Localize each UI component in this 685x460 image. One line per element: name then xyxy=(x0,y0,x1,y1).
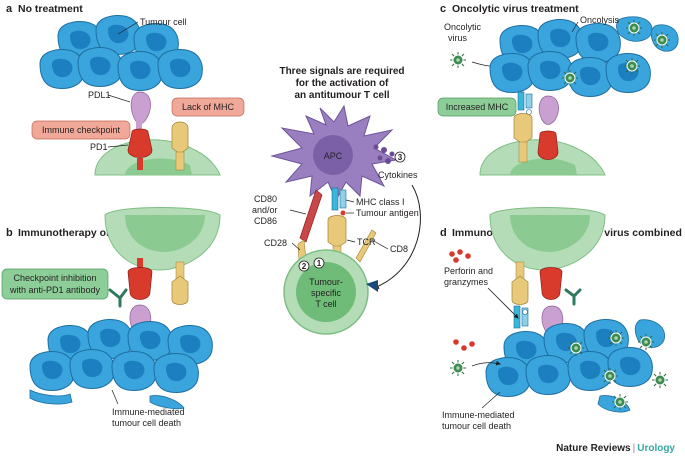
mhc-label-l1: MHC class I xyxy=(356,197,405,207)
perforin-dots xyxy=(449,249,471,263)
checkpoint-inhibition-box: Checkpoint inhibition with anti-PD1 anti… xyxy=(1,268,109,300)
panel-c-letter: c xyxy=(440,3,446,15)
increased-mhc-label: Increased MHC xyxy=(446,102,509,112)
credit-separator: | xyxy=(632,443,636,454)
immune-checkpoint-box: Immune checkpoint xyxy=(31,120,131,140)
virus-icon xyxy=(449,51,467,69)
panel-d: d Immunotherapy and oncolytic virus comb… xyxy=(440,207,682,431)
cytokine-receptor xyxy=(366,280,378,292)
center-signals: Three signals are required for the activ… xyxy=(252,66,421,335)
panel-b-letter: b xyxy=(6,227,13,239)
tcr-a xyxy=(171,121,189,171)
perforin-arrow xyxy=(487,287,519,319)
cd8-label: CD8 xyxy=(390,244,408,254)
publisher-name: Nature Reviews xyxy=(556,443,631,454)
death-b-l1: Immune-mediated xyxy=(112,407,185,417)
death-d-l1: Immune-mediated xyxy=(442,410,515,420)
pdl1-label: PDL1 xyxy=(88,90,111,100)
center-title-l2: for the activation of xyxy=(296,78,389,89)
oncolytic-virus-l2: virus xyxy=(448,33,468,43)
tcell-b xyxy=(104,207,221,271)
tcell-label-l3: T cell xyxy=(315,299,336,309)
journal-name: Urology xyxy=(637,443,675,454)
cytokine-arrow xyxy=(372,184,421,290)
oncolytic-virus-l1: Oncolytic xyxy=(444,22,482,32)
tcell-a xyxy=(94,139,221,176)
checkpoint-label-l2: with anti-PD1 antibody xyxy=(9,285,101,295)
tumour-cluster-d xyxy=(485,319,666,413)
perforin-l2: granzymes xyxy=(444,277,489,287)
death-d-l2: tumour cell death xyxy=(442,421,511,431)
mhc-c xyxy=(517,91,533,115)
apc-label: APC xyxy=(324,151,343,161)
panel-a-letter: a xyxy=(6,3,13,15)
death-b-l2: tumour cell death xyxy=(112,418,181,428)
perforin-dots-d xyxy=(453,339,475,351)
apc-cell: APC xyxy=(270,104,398,202)
panel-b: b Immunotherapy only Checkpoint inhibiti… xyxy=(1,207,221,428)
signal-1-number: 1 xyxy=(317,259,322,268)
tumour-cluster-c xyxy=(489,16,679,97)
signal-2-number: 2 xyxy=(302,262,307,271)
panel-c: c Oncolytic virus treatment Oncolytic vi… xyxy=(437,3,679,176)
center-title-l3: an antitumour T cell xyxy=(294,90,389,101)
cd28-label: CD28 xyxy=(264,238,287,248)
journal-credit: Nature Reviews|Urology xyxy=(556,443,675,454)
tcell-d xyxy=(489,207,606,271)
tcr-c xyxy=(513,113,533,163)
pdl1-pd1-c xyxy=(537,95,559,160)
increased-mhc-box: Increased MHC xyxy=(437,97,517,117)
cd80-label-l2: and/or xyxy=(252,205,278,215)
cd80-receptor xyxy=(299,189,323,243)
tcr-label: TCR xyxy=(357,237,376,247)
tumour-specific-tcell: Tumour- specific T cell xyxy=(283,249,369,335)
panel-d-letter: d xyxy=(440,227,447,239)
center-title-l1: Three signals are required xyxy=(279,66,404,77)
tumour-cell-label: Tumour cell xyxy=(140,17,187,27)
checkpoint-label-l1: Checkpoint inhibition xyxy=(13,273,96,283)
cd80-label-l3: CD86 xyxy=(254,216,277,226)
mhc-label-l2: Tumour antigen xyxy=(356,208,419,218)
mhc-class-i xyxy=(331,187,347,216)
pdl1-pd1-pair-a xyxy=(127,91,153,170)
lack-mhc-label: Lack of MHC xyxy=(182,102,235,112)
tcr-b xyxy=(171,261,189,305)
perforin-l1: Perforin and xyxy=(444,266,493,276)
panel-a: a No treatment Tumour cell PDL1 xyxy=(6,3,245,176)
immune-checkpoint-label: Immune checkpoint xyxy=(42,125,121,135)
tumour-cluster-b xyxy=(29,319,213,410)
tcell-label-l2: specific xyxy=(311,288,342,298)
cd8-coreceptor xyxy=(355,229,377,263)
lack-mhc-box: Lack of MHC xyxy=(171,97,245,117)
panel-c-title: Oncolytic virus treatment xyxy=(452,3,579,15)
panel-a-title: No treatment xyxy=(18,3,83,15)
signal-3-number: 3 xyxy=(398,153,403,162)
panel-b-title: Immunotherapy only xyxy=(18,227,121,239)
pd1-antibody-b xyxy=(108,258,153,308)
oncolysis-label: Oncolysis xyxy=(580,15,620,25)
pd1-label: PD1 xyxy=(90,142,108,152)
tcell-label-l1: Tumour- xyxy=(309,277,343,287)
cytokine-dots xyxy=(373,144,395,164)
cd80-label-l1: CD80 xyxy=(254,194,277,204)
cytokines-label: Cytokines xyxy=(378,170,418,180)
